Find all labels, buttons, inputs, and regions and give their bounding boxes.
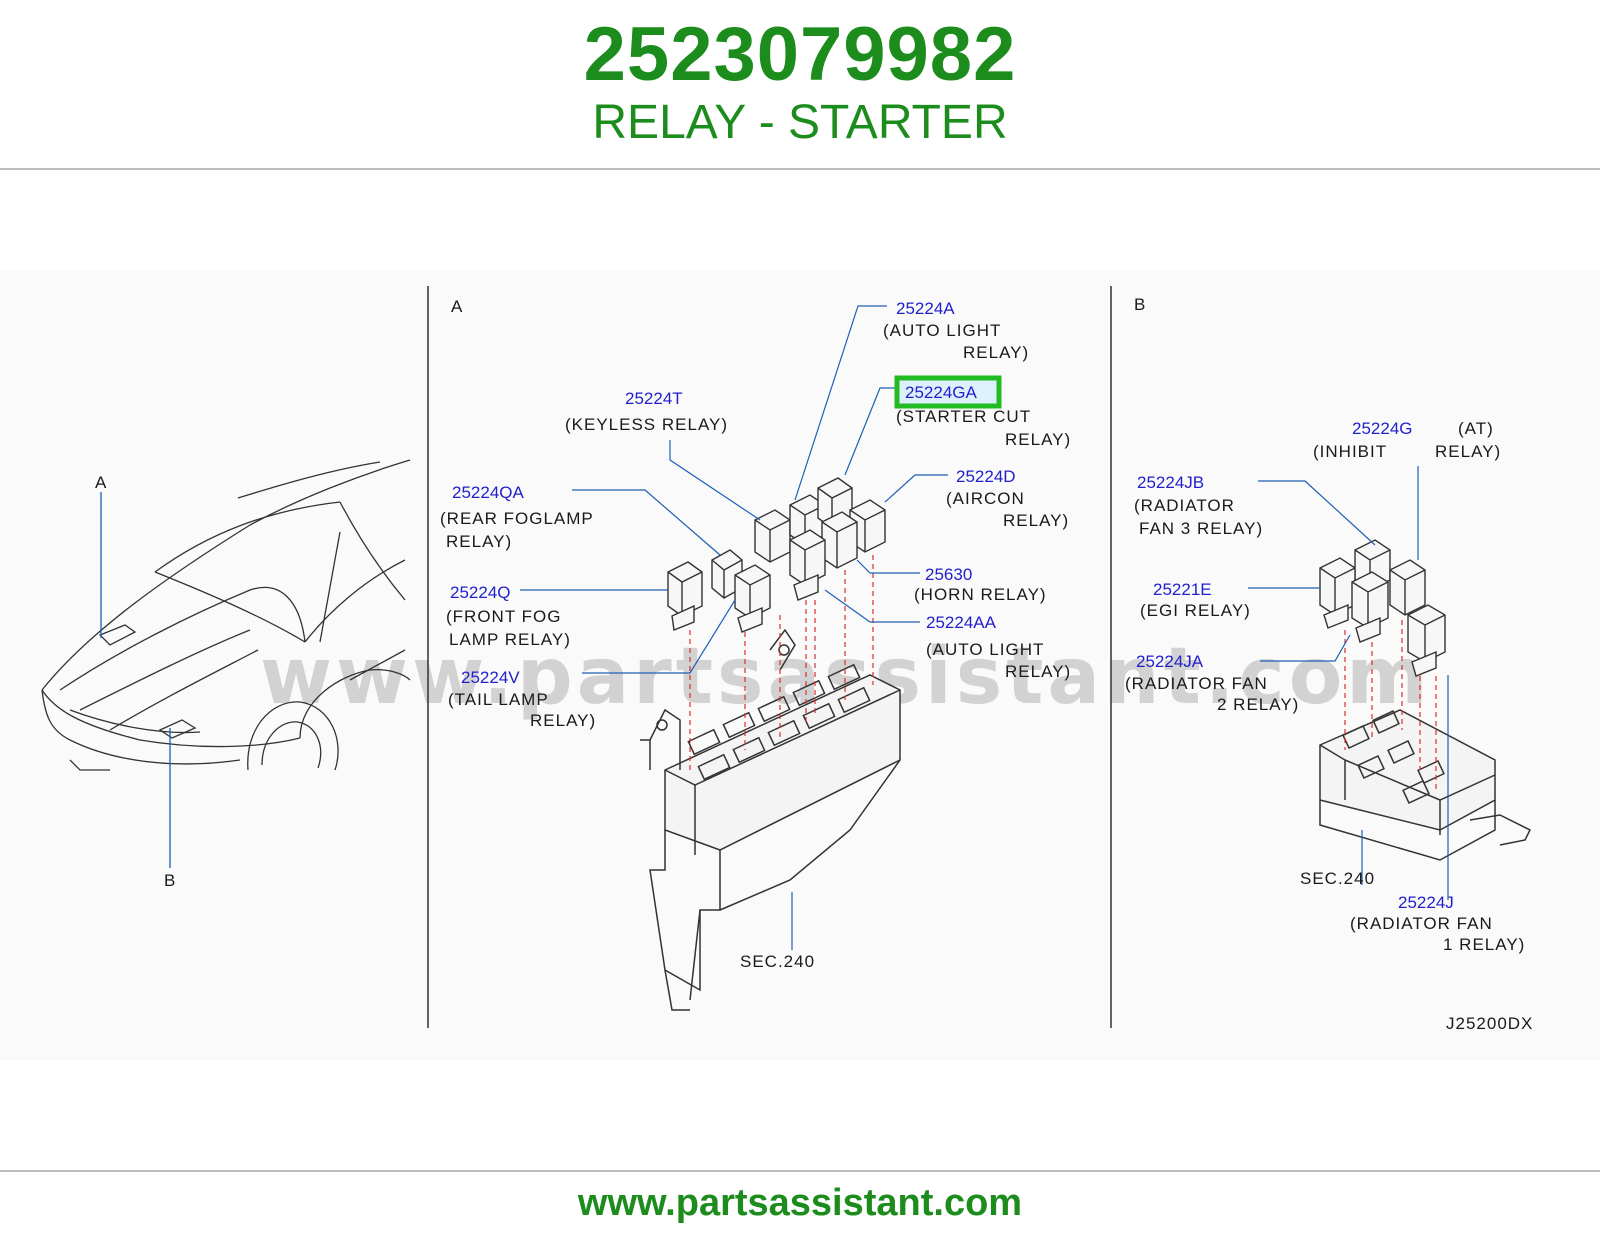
relay-25221E bbox=[1319, 557, 1356, 629]
relay-box-b bbox=[1319, 709, 1532, 861]
callout-25224GA[interactable]: 25224GA (STARTER CUT RELAY) bbox=[896, 383, 1071, 449]
view-a-section-ref: SEC.240 bbox=[740, 952, 815, 971]
diagram-background bbox=[0, 270, 1600, 1060]
footer-divider bbox=[0, 1170, 1600, 1172]
car-illustration bbox=[41, 459, 411, 771]
svg-text:(STARTER CUT: (STARTER CUT bbox=[896, 407, 1031, 426]
svg-text:(RADIATOR FAN: (RADIATOR FAN bbox=[1125, 674, 1268, 693]
svg-text:1 RELAY): 1 RELAY) bbox=[1443, 935, 1525, 954]
svg-text:(INHIBIT: (INHIBIT bbox=[1313, 442, 1387, 461]
svg-text:25224AA: 25224AA bbox=[926, 613, 997, 632]
relay-25224JA bbox=[1351, 571, 1389, 643]
callout-25224JA: 25224JA (RADIATOR FAN 2 RELAY) bbox=[1125, 652, 1299, 714]
svg-text:25224A: 25224A bbox=[896, 299, 955, 318]
relay-25224Q bbox=[667, 561, 703, 631]
svg-text:RELAY): RELAY) bbox=[1003, 511, 1069, 530]
callout-25224D: 25224D (AIRCON RELAY) bbox=[946, 467, 1069, 530]
svg-text:25224Q: 25224Q bbox=[450, 583, 511, 602]
relay-cluster-b bbox=[1319, 539, 1446, 677]
callout-25224T: 25224T (KEYLESS RELAY) bbox=[565, 389, 728, 434]
svg-text:(HORN RELAY): (HORN RELAY) bbox=[914, 585, 1047, 604]
svg-text:(AT): (AT) bbox=[1458, 419, 1494, 438]
relay-25224T bbox=[754, 509, 791, 563]
parts-diagram: www.partsassistant.com A B A bbox=[0, 270, 1600, 1060]
svg-text:25224JA: 25224JA bbox=[1136, 652, 1204, 671]
leaders-a bbox=[520, 305, 948, 674]
svg-text:FAN 3 RELAY): FAN 3 RELAY) bbox=[1139, 519, 1263, 538]
view-b-section-ref: SEC.240 bbox=[1300, 869, 1375, 888]
callout-25224J: 25224J (RADIATOR FAN 1 RELAY) bbox=[1350, 893, 1525, 954]
view-b-label: B bbox=[1134, 295, 1146, 314]
svg-text:25224QA: 25224QA bbox=[452, 483, 524, 502]
view-a-label: A bbox=[451, 297, 463, 316]
footer-website-link[interactable]: www.partsassistant.com bbox=[577, 1182, 1023, 1224]
relay-cluster-a bbox=[667, 477, 886, 633]
highlight-box-25224GA bbox=[894, 375, 1002, 409]
callout-25224Q: 25224Q (FRONT FOG LAMP RELAY) bbox=[446, 583, 571, 649]
leaders-b bbox=[1248, 466, 1449, 900]
svg-text:2 RELAY): 2 RELAY) bbox=[1217, 695, 1299, 714]
svg-text:RELAY): RELAY) bbox=[530, 711, 596, 730]
svg-text:25630: 25630 bbox=[925, 565, 972, 584]
callout-25224A: 25224A (AUTO LIGHT RELAY) bbox=[883, 299, 1029, 362]
svg-text:RELAY): RELAY) bbox=[1005, 430, 1071, 449]
callout-25224G: 25224G (AT) (INHIBIT RELAY) bbox=[1313, 419, 1501, 461]
svg-text:(AUTO LIGHT: (AUTO LIGHT bbox=[883, 321, 1001, 340]
callout-25630: 25630 (HORN RELAY) bbox=[914, 565, 1047, 604]
car-marker-b: B bbox=[164, 871, 176, 890]
relay-25224G bbox=[1389, 559, 1426, 616]
callout-part-25224GA[interactable]: 25224GA bbox=[905, 383, 977, 402]
svg-text:(AIRCON: (AIRCON bbox=[946, 489, 1025, 508]
part-number-title: 2523079982 bbox=[583, 12, 1017, 97]
relay-25630 bbox=[821, 511, 858, 569]
svg-text:(KEYLESS RELAY): (KEYLESS RELAY) bbox=[565, 415, 728, 434]
callout-25224AA: 25224AA (AUTO LIGHT RELAY) bbox=[926, 613, 1071, 681]
parts-diagram-drawing: www.partsassistant.com A B A bbox=[0, 270, 1600, 1060]
car-marker-a: A bbox=[95, 473, 107, 492]
svg-text:LAMP RELAY): LAMP RELAY) bbox=[449, 630, 571, 649]
relay-25224J bbox=[1407, 604, 1446, 677]
svg-text:RELAY): RELAY) bbox=[446, 532, 512, 551]
svg-text:RELAY): RELAY) bbox=[1005, 662, 1071, 681]
relay-25224V bbox=[734, 564, 771, 633]
svg-text:25224G: 25224G bbox=[1352, 419, 1413, 438]
callout-25224JB: 25224JB (RADIATOR FAN 3 RELAY) bbox=[1134, 473, 1263, 538]
callout-25221E: 25221E (EGI RELAY) bbox=[1140, 580, 1251, 620]
relay-25224AA bbox=[789, 529, 826, 601]
svg-text:25224J: 25224J bbox=[1398, 893, 1454, 912]
svg-text:(RADIATOR FAN: (RADIATOR FAN bbox=[1350, 914, 1493, 933]
install-lines-b bbox=[1344, 620, 1437, 790]
svg-text:(AUTO LIGHT: (AUTO LIGHT bbox=[926, 640, 1044, 659]
page-header: 2523079982 RELAY - STARTER bbox=[0, 0, 1600, 168]
svg-text:RELAY): RELAY) bbox=[1435, 442, 1501, 461]
part-name-subtitle: RELAY - STARTER bbox=[592, 96, 1008, 149]
callout-25224QA: 25224QA (REAR FOGLAMP RELAY) bbox=[440, 483, 594, 551]
install-lines-a bbox=[689, 555, 874, 770]
svg-text:25221E: 25221E bbox=[1153, 580, 1212, 599]
svg-text:25224D: 25224D bbox=[956, 467, 1016, 486]
svg-text:(EGI RELAY): (EGI RELAY) bbox=[1140, 601, 1251, 620]
svg-text:(TAIL LAMP: (TAIL LAMP bbox=[448, 690, 549, 709]
svg-text:25224T: 25224T bbox=[625, 389, 683, 408]
svg-text:(RADIATOR: (RADIATOR bbox=[1134, 496, 1235, 515]
callout-25224V: 25224V (TAIL LAMP RELAY) bbox=[448, 668, 596, 730]
header-divider bbox=[0, 168, 1600, 170]
svg-text:25224V: 25224V bbox=[461, 668, 520, 687]
svg-text:RELAY): RELAY) bbox=[963, 343, 1029, 362]
relay-box-a bbox=[640, 628, 901, 1011]
svg-text:(FRONT FOG: (FRONT FOG bbox=[446, 607, 561, 626]
drawing-code: J25200DX bbox=[1446, 1014, 1533, 1033]
svg-text:25224JB: 25224JB bbox=[1137, 473, 1204, 492]
svg-text:(REAR FOGLAMP: (REAR FOGLAMP bbox=[440, 509, 594, 528]
